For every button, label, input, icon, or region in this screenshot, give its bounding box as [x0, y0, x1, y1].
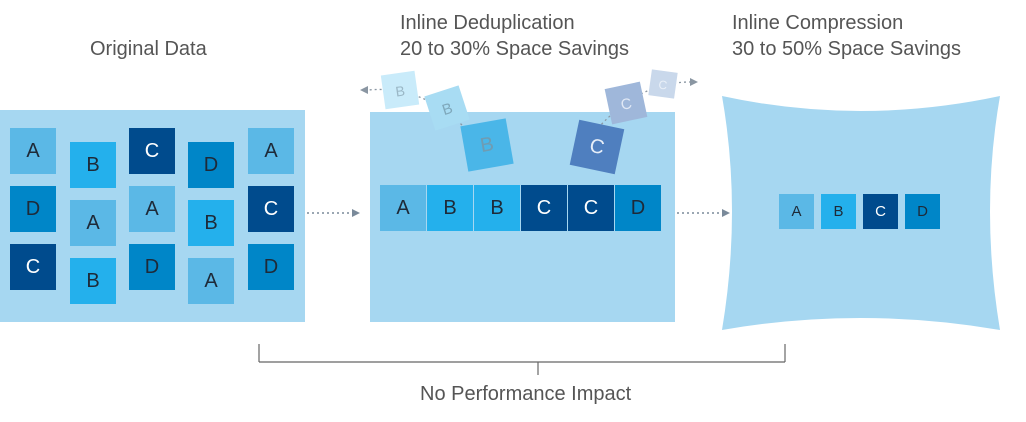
compressed-block-c: C	[863, 194, 898, 229]
original-block-a: A	[10, 128, 56, 174]
dedup-block-d: D	[615, 185, 661, 231]
compression-savings: 30 to 50% Space Savings	[732, 38, 962, 60]
ghost-block-c-2: C	[604, 81, 648, 125]
svg-text:C: C	[658, 77, 669, 92]
svg-text:B: B	[394, 82, 405, 99]
footer-label: No Performance Impact	[420, 383, 632, 405]
original-block-b: B	[70, 258, 116, 304]
original-block-a: A	[70, 200, 116, 246]
floating-block-b: B	[460, 118, 514, 172]
dedup-arc-right-head	[690, 78, 698, 86]
original-block-b: B	[70, 142, 116, 188]
floating-block-c: C	[569, 119, 625, 175]
original-block-c: C	[129, 128, 175, 174]
original-data-title: Original Data	[90, 38, 207, 60]
dedup-savings: 20 to 30% Space Savings	[400, 38, 630, 60]
ghost-block-c-1: C	[648, 69, 678, 99]
original-block-b: B	[188, 200, 234, 246]
dedup-arc-left-head	[360, 86, 368, 94]
bracket	[258, 344, 786, 375]
compression-panel	[722, 96, 1000, 330]
svg-text:C: C	[619, 95, 633, 114]
original-block-c: C	[248, 186, 294, 232]
dedup-title: Inline Deduplication	[400, 12, 575, 34]
compression-title: Inline Compression	[732, 12, 904, 34]
original-block-d: D	[10, 186, 56, 232]
flow-arrow-1-head	[352, 209, 360, 217]
ghost-block-b-2: B	[424, 85, 470, 131]
original-block-d: D	[248, 244, 294, 290]
original-block-a: A	[188, 258, 234, 304]
dedup-block-a: A	[380, 185, 426, 231]
dedup-block-c: C	[568, 185, 614, 231]
original-block-d: D	[129, 244, 175, 290]
dedup-block-b: B	[474, 185, 520, 231]
dedup-block-b: B	[427, 185, 473, 231]
svg-text:B: B	[440, 100, 455, 119]
ghost-block-b-1: B	[380, 70, 420, 110]
compressed-block-b: B	[821, 194, 856, 229]
original-block-a: A	[248, 128, 294, 174]
dedup-block-c: C	[521, 185, 567, 231]
compressed-block-a: A	[779, 194, 814, 229]
original-block-c: C	[10, 244, 56, 290]
flow-arrow-2-head	[722, 209, 730, 217]
original-block-d: D	[188, 142, 234, 188]
compressed-block-d: D	[905, 194, 940, 229]
original-block-a: A	[129, 186, 175, 232]
